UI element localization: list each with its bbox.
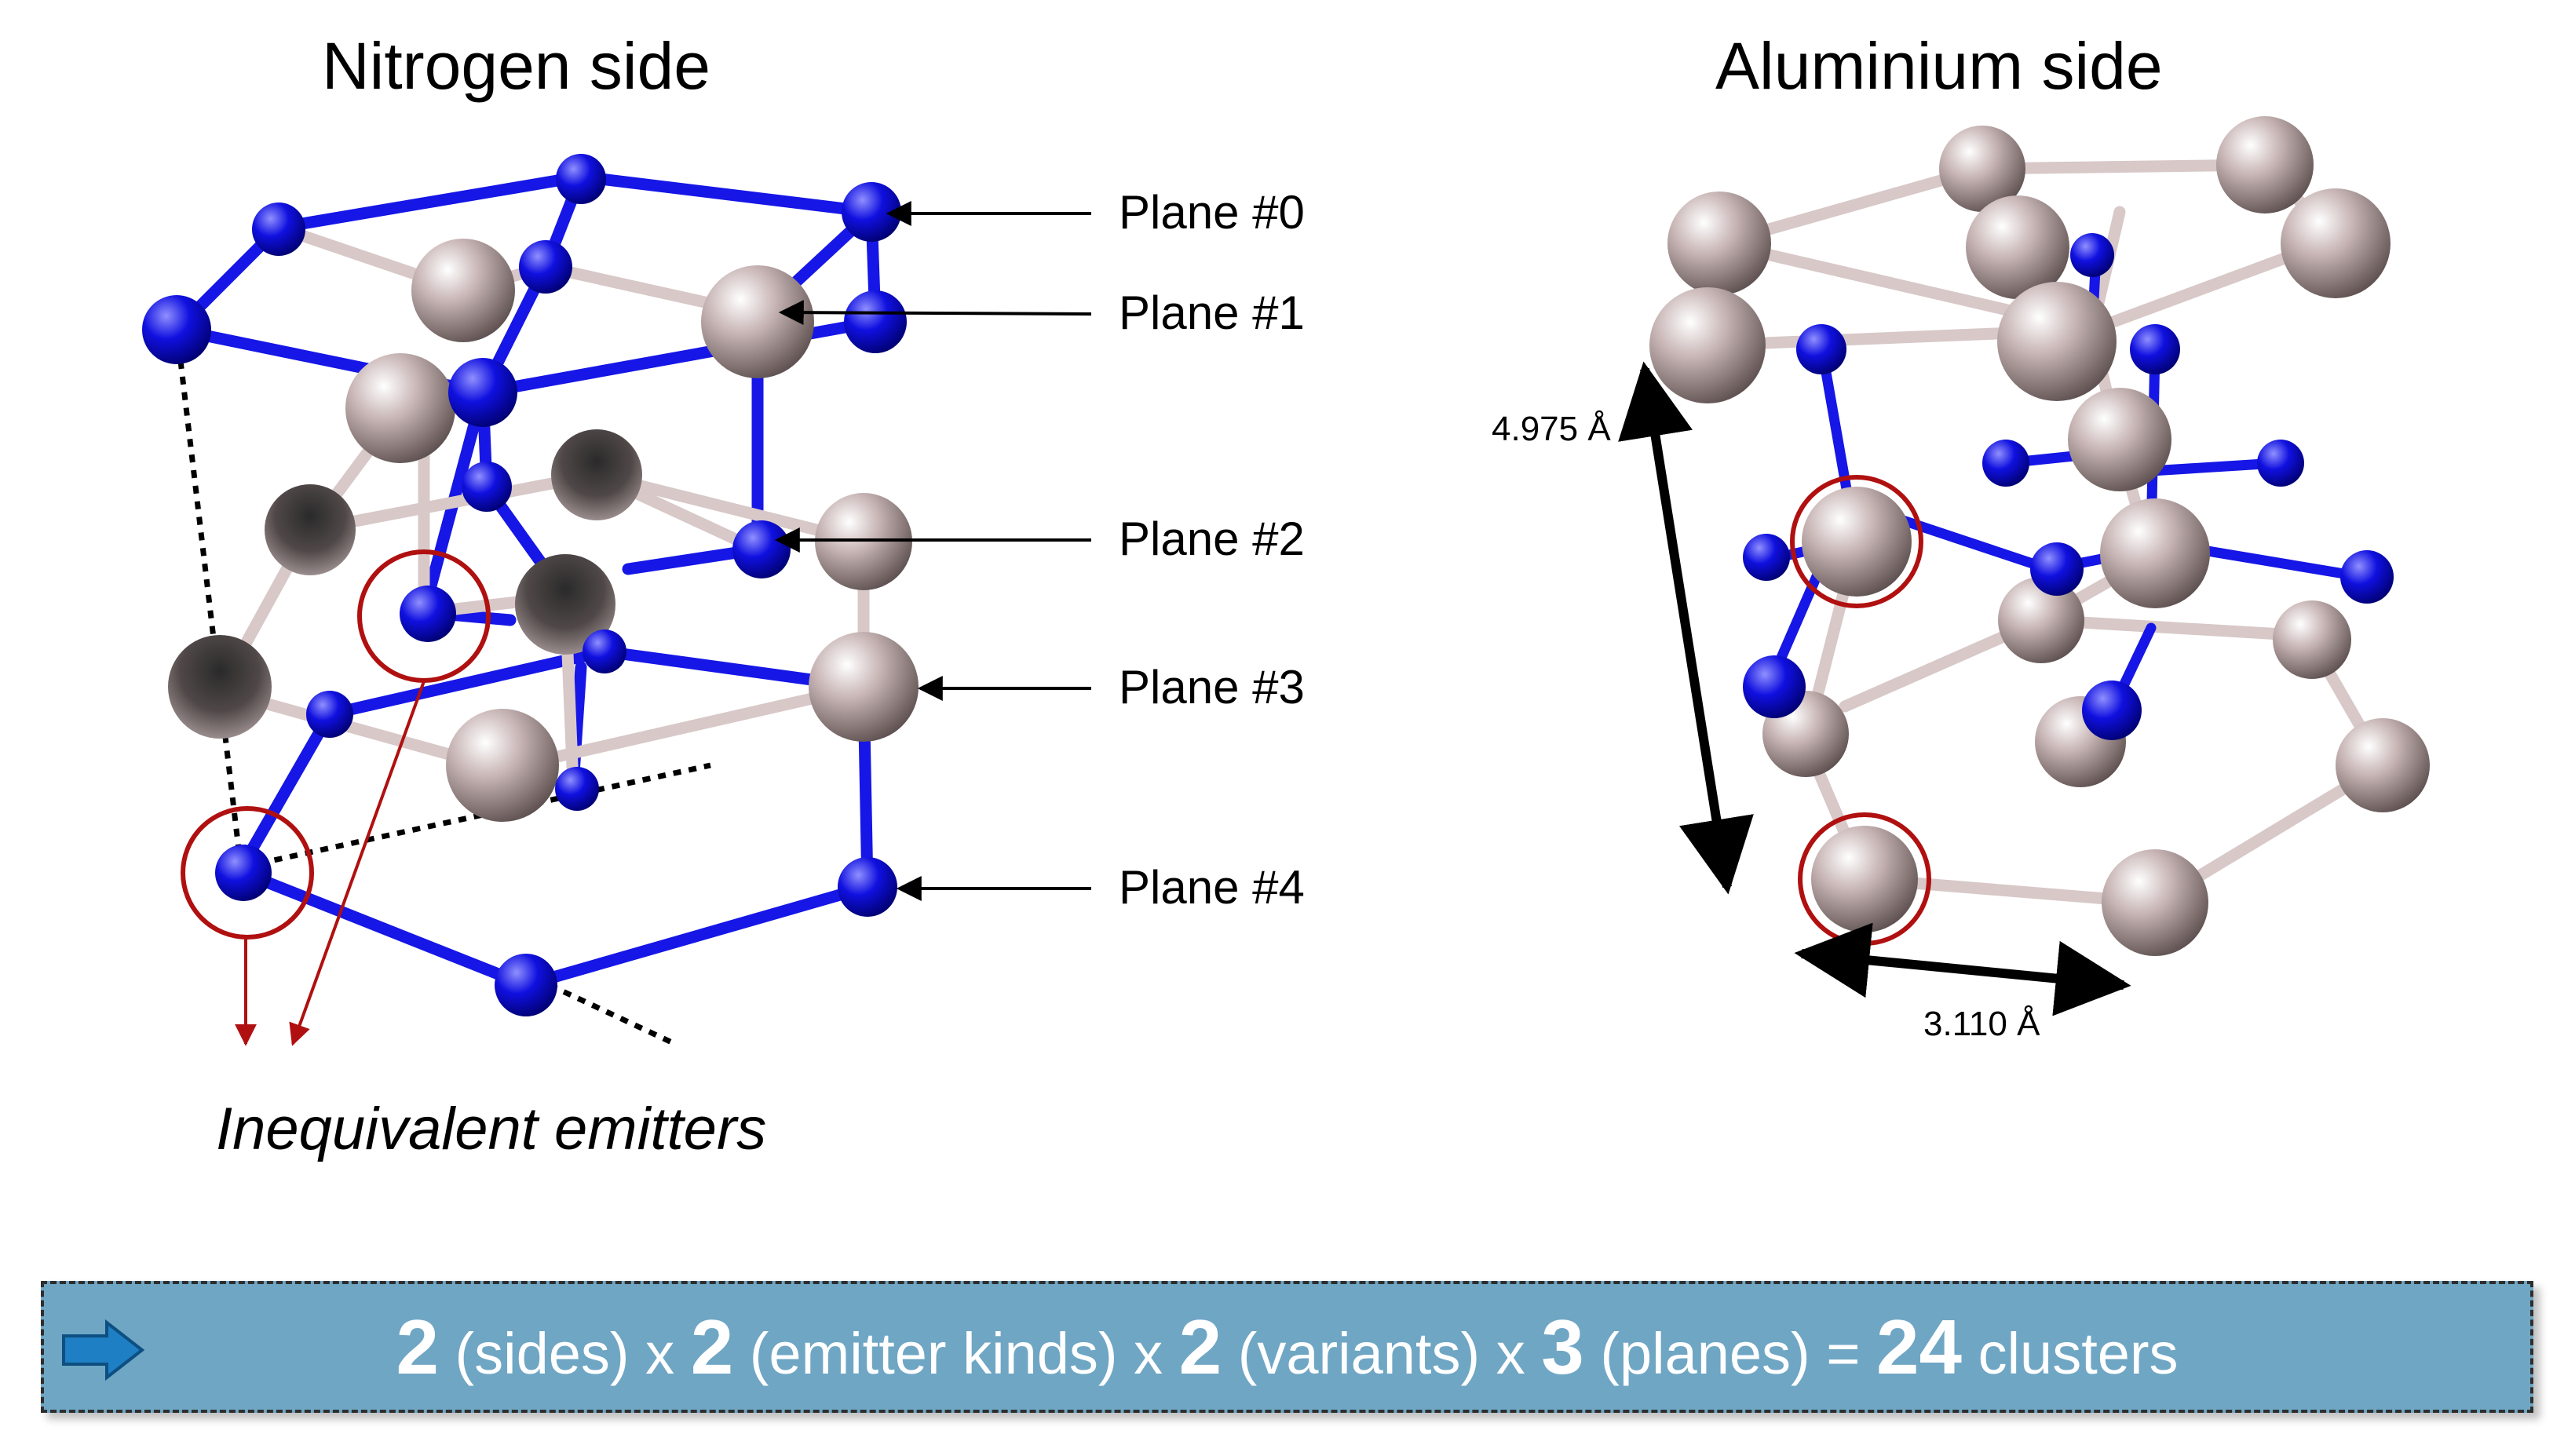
plane-label-0: Plane #0 xyxy=(1119,186,1305,239)
nitrogen-side-title: Nitrogen side xyxy=(322,29,710,103)
al-side-nitrogen-atoms xyxy=(1743,233,2394,740)
cluster-count-formula: 2 (sides) x 2 (emitter kinds) x 2 (varia… xyxy=(44,1284,2530,1410)
aluminium-side-title: Aluminium side xyxy=(1715,29,2163,103)
formula-text-planes: (planes) = xyxy=(1600,1321,1861,1386)
dotted-guide-lines xyxy=(177,360,711,1047)
formula-number-sides: 2 xyxy=(396,1304,439,1390)
nitrogen-side-structure xyxy=(142,154,1092,1047)
arrow-right-icon xyxy=(62,1319,145,1381)
formula-number-emitter-kinds: 2 xyxy=(690,1304,734,1390)
formula-text-sides: (sides) x xyxy=(455,1321,675,1386)
formula-text-emitter-kinds: (emitter kinds) x xyxy=(749,1321,1163,1386)
dimension-arrows xyxy=(1618,361,2131,1016)
summary-banner: 2 (sides) x 2 (emitter kinds) x 2 (varia… xyxy=(41,1281,2533,1413)
horizontal-distance-label: 3.110 Å xyxy=(1923,1005,2040,1043)
aluminium-side-structure xyxy=(1618,116,2430,1016)
formula-number-planes: 3 xyxy=(1541,1304,1584,1390)
plane-indicator-arrows xyxy=(774,201,1092,901)
inequivalent-emitters-label: Inequivalent emitters xyxy=(216,1096,767,1162)
emitter-red-arrows xyxy=(235,681,426,1046)
plane-label-3: Plane #3 xyxy=(1119,661,1305,713)
formula-text-clusters: clusters xyxy=(1978,1321,2179,1386)
formula-text-variants: (variants) x xyxy=(1237,1321,1525,1386)
plane-label-1: Plane #1 xyxy=(1119,286,1305,339)
plane-label-2: Plane #2 xyxy=(1119,513,1305,565)
n-side-aluminium-atoms xyxy=(168,239,919,822)
formula-number-total: 24 xyxy=(1876,1304,1963,1390)
n-side-emitter-highlights xyxy=(181,549,491,940)
vertical-distance-label: 4.975 Å xyxy=(1492,410,1611,448)
formula-number-variants: 2 xyxy=(1178,1304,1222,1390)
plane-label-4: Plane #4 xyxy=(1119,861,1305,914)
n-side-nitrogen-atoms xyxy=(142,154,907,1016)
